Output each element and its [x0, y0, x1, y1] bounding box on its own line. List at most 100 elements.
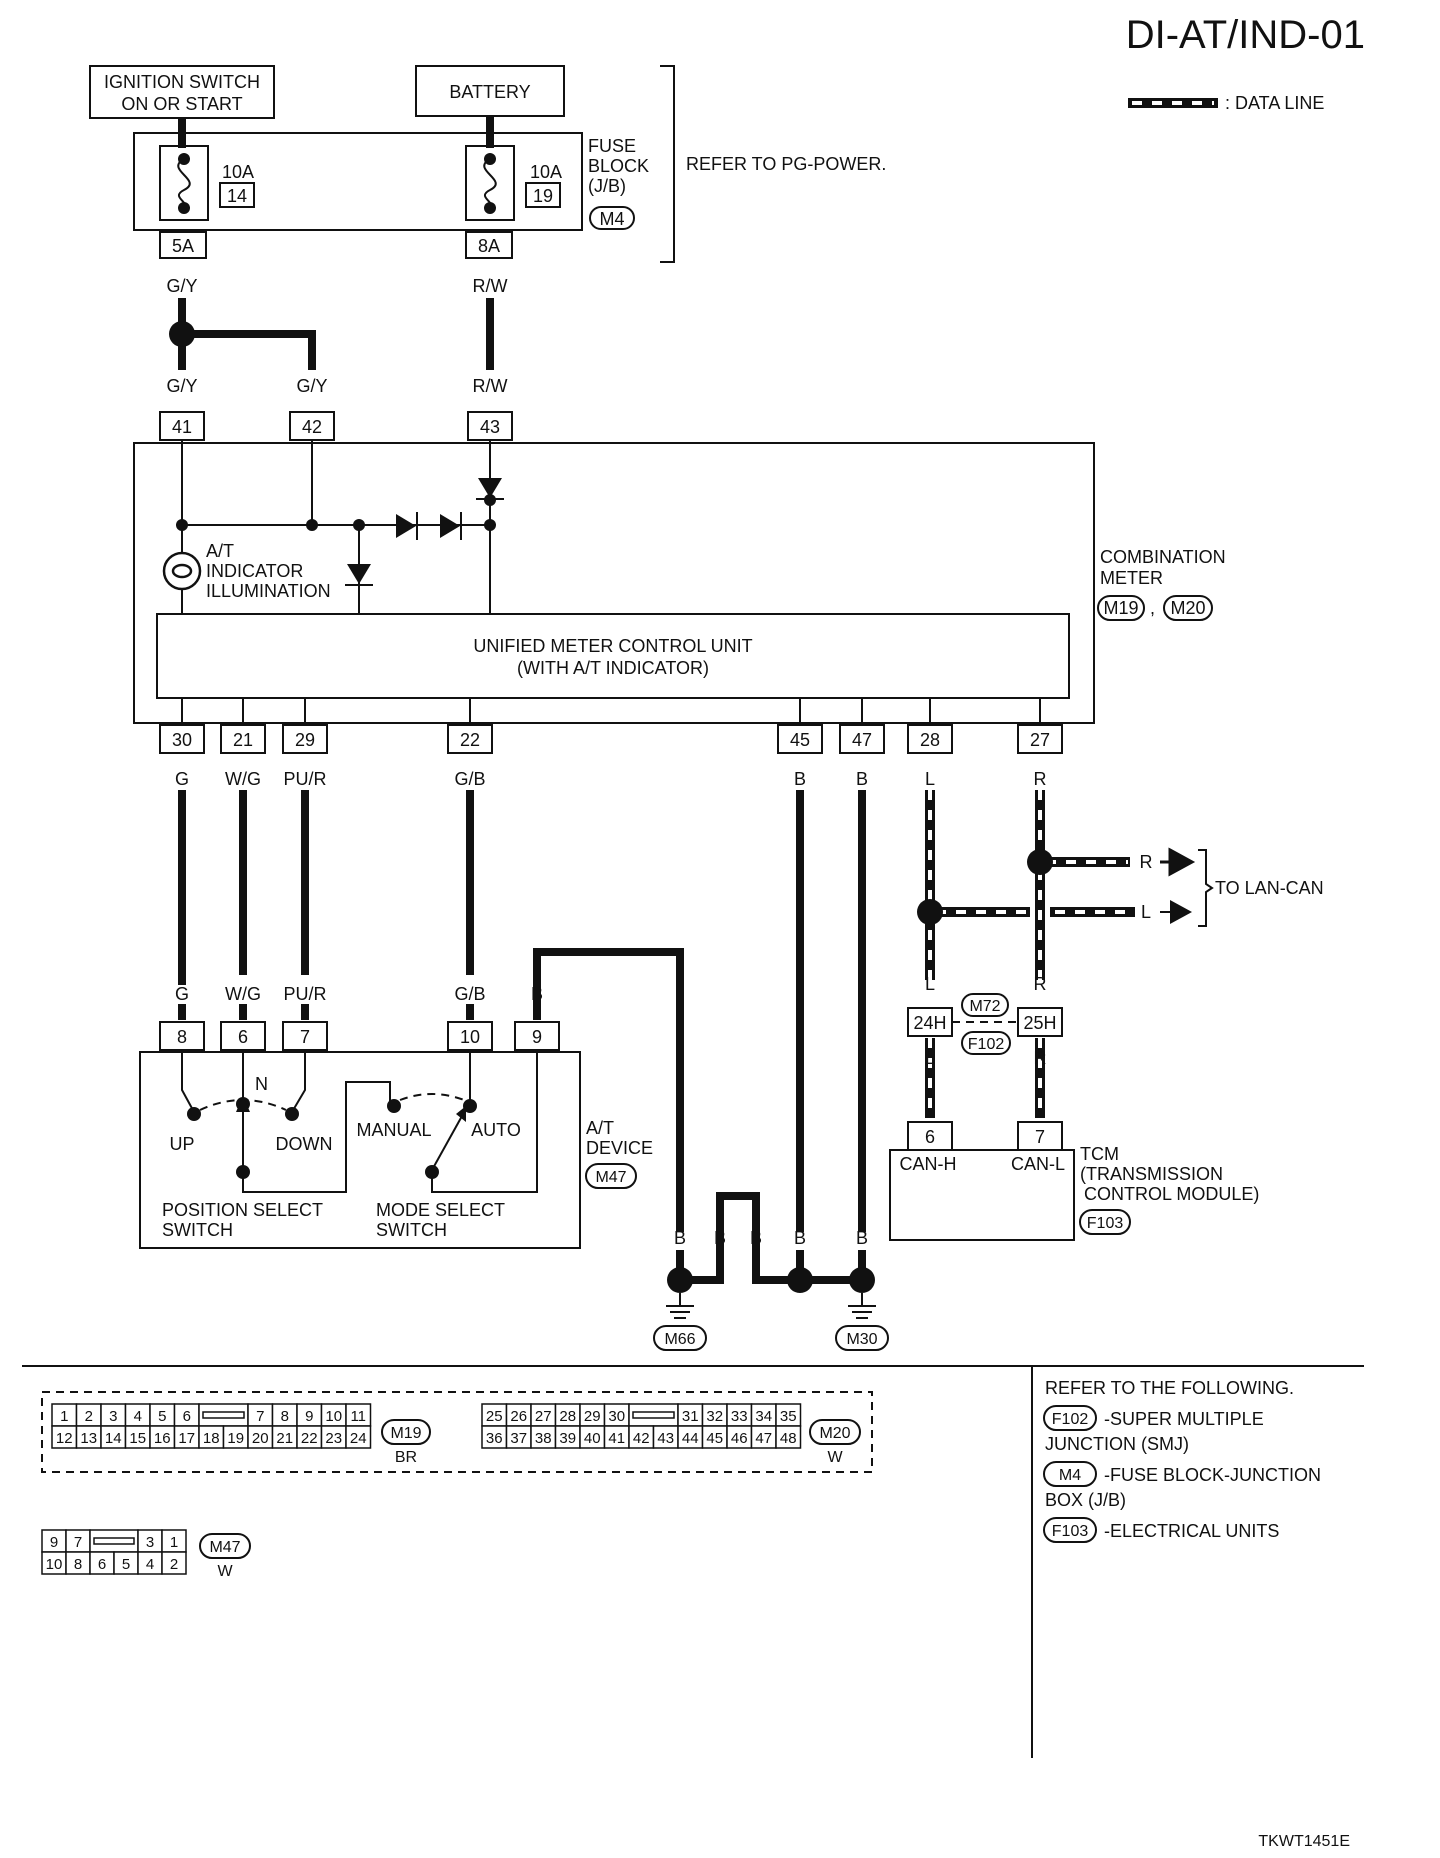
pin-label: 42 — [633, 1430, 650, 1447]
tcm-box — [889, 1149, 1075, 1241]
pin-label: 12 — [56, 1430, 73, 1447]
pin-label: 33 — [731, 1408, 748, 1425]
wire-b-45: B — [794, 769, 806, 789]
wire-gy-label: G/Y — [166, 276, 197, 296]
ground-m30-symbol — [848, 1293, 876, 1319]
combo-conn-m19: M19 — [1103, 598, 1138, 618]
tcm-terminal-7: 7 — [1035, 1127, 1045, 1147]
at-terminal-8: 8 — [177, 1027, 187, 1047]
pin-label: 47 — [755, 1430, 772, 1447]
wire-b-g4: B — [794, 1228, 806, 1248]
pin-label: 16 — [154, 1430, 171, 1447]
data-line-label: : DATA LINE — [1225, 93, 1324, 113]
pin-label: 5 — [122, 1556, 130, 1573]
fuse-19 — [465, 145, 515, 221]
pin-label: 13 — [80, 1430, 97, 1447]
pin-label: 31 — [682, 1408, 699, 1425]
refer-conn-f102: F102 — [1052, 1411, 1089, 1428]
pin-label: 5 — [158, 1408, 166, 1425]
refer-text-m4: -FUSE BLOCK-JUNCTION — [1104, 1465, 1321, 1485]
pin-label: 28 — [559, 1408, 576, 1425]
m20-color: W — [827, 1449, 843, 1466]
combo-label-1: COMBINATION — [1100, 547, 1226, 567]
terminal-43: 43 — [480, 417, 500, 437]
wire-gb-top: G/B — [454, 769, 485, 789]
wire-pur-bottom: PU/R — [283, 984, 326, 1004]
m19-name: M19 — [390, 1425, 421, 1442]
wire-gb-bottom: G/B — [454, 984, 485, 1004]
refer-conn-f103: F103 — [1052, 1523, 1089, 1540]
pin-label: 4 — [146, 1556, 154, 1573]
lan-r-label: R — [1140, 852, 1153, 872]
pin-label: 38 — [535, 1430, 552, 1447]
pin-label: 35 — [780, 1408, 797, 1425]
refer-text-f103: -ELECTRICAL UNITS — [1104, 1521, 1279, 1541]
pin-label: 17 — [178, 1430, 195, 1447]
terminal-27: 27 — [1030, 730, 1050, 750]
pin-label: 1 — [170, 1534, 178, 1551]
label-manual: MANUAL — [356, 1120, 431, 1140]
fuse-left-num: 14 — [227, 186, 247, 206]
at-terminal-6: 6 — [238, 1027, 248, 1047]
terminal-47: 47 — [852, 730, 872, 750]
m47-name: M47 — [209, 1539, 240, 1556]
combination-meter-box — [133, 442, 1095, 724]
terminal-30: 30 — [172, 730, 192, 750]
terminal-29: 29 — [295, 730, 315, 750]
label-up: UP — [169, 1134, 194, 1154]
wire-wg-bottom: W/G — [225, 984, 261, 1004]
pin-label: 20 — [252, 1430, 269, 1447]
terminal-22: 22 — [460, 730, 480, 750]
tcm-label-2: (TRANSMISSION — [1080, 1164, 1223, 1184]
wire-rw-43: R/W — [473, 376, 508, 396]
indicator-line1: A/T — [206, 541, 234, 561]
mode-select-switch — [387, 1050, 538, 1193]
wire-gy-41: G/Y — [166, 376, 197, 396]
pin-label: 46 — [731, 1430, 748, 1447]
smj-conn-f102: F102 — [968, 1036, 1005, 1053]
fuse-block-label-1: FUSE — [588, 136, 636, 156]
unified-meter-control-unit — [156, 613, 1070, 699]
refer-text2-m4: BOX (J/B) — [1045, 1490, 1126, 1510]
fuse-block-label-3: (J/B) — [588, 176, 626, 196]
pin-label: 39 — [559, 1430, 576, 1447]
pin-label: 6 — [183, 1408, 191, 1425]
pin-label: 9 — [305, 1408, 313, 1425]
wire-b-g1: B — [674, 1228, 686, 1248]
pin-label: 7 — [74, 1534, 82, 1551]
terminal-28: 28 — [920, 730, 940, 750]
at-device-label-1: A/T — [586, 1118, 614, 1138]
smj-conn-m72: M72 — [969, 998, 1000, 1015]
pin-label: 21 — [276, 1430, 293, 1447]
pin-label: 43 — [657, 1430, 674, 1447]
pin-label: 11 — [350, 1408, 366, 1425]
pin-label: 19 — [227, 1430, 244, 1447]
position-switch-label-1: POSITION SELECT — [162, 1200, 323, 1220]
pin-label: 45 — [706, 1430, 723, 1447]
figure-code: TKWT1451E — [1258, 1833, 1350, 1850]
refer-heading: REFER TO THE FOLLOWING. — [1045, 1378, 1294, 1398]
pin-label: 25 — [486, 1408, 503, 1425]
tcm-can-h: CAN-H — [900, 1154, 957, 1174]
combo-conn-m20: M20 — [1170, 598, 1205, 618]
tcm-can-l: CAN-L — [1011, 1154, 1065, 1174]
wire-r-top: R — [1034, 769, 1047, 789]
can-data-lines — [917, 790, 1135, 1118]
at-device-box — [139, 1051, 581, 1249]
pin-label: 18 — [203, 1430, 220, 1447]
label-n: N — [255, 1074, 268, 1094]
at-device-terminals: 8 6 7 10 9 — [159, 1021, 560, 1051]
pin-label: 7 — [256, 1408, 264, 1425]
pin-label: 32 — [706, 1408, 723, 1425]
fuse-14 — [159, 145, 209, 221]
at-device-conn: M47 — [595, 1169, 626, 1186]
pin-label: 48 — [780, 1430, 797, 1447]
terminal-41: 41 — [172, 417, 192, 437]
terminal-45: 45 — [790, 730, 810, 750]
terminal-42: 42 — [302, 417, 322, 437]
pin-label: 30 — [608, 1408, 625, 1425]
terminal-21: 21 — [233, 730, 253, 750]
terminal-8a: 8A — [478, 236, 500, 256]
